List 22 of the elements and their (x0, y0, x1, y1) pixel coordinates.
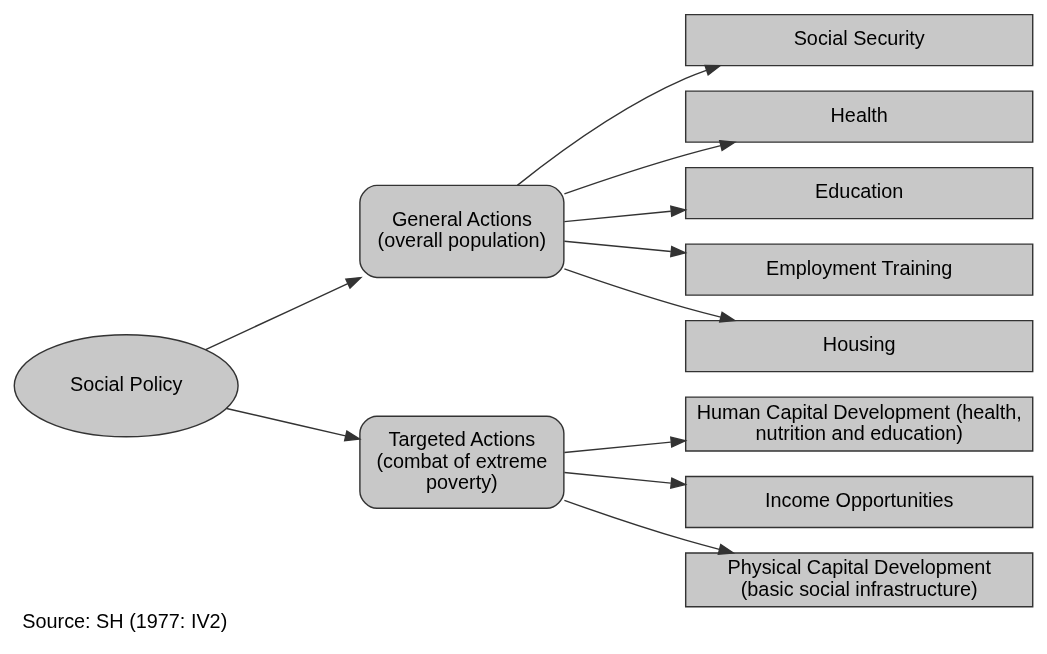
node-box: Physical Capital Development (basic social infrastructure) (685, 552, 1034, 608)
arrow (563, 139, 737, 195)
node-box: Social Security (685, 13, 1034, 67)
node-box: General Actions (overall population) (359, 184, 565, 279)
arrow (563, 240, 688, 258)
arrow (563, 471, 688, 490)
node-box: Health (685, 90, 1034, 143)
caption: Source: SH (1977: IV2) (22, 610, 228, 633)
node-ellipse: Social Policy (13, 334, 239, 438)
node-box: Education (685, 166, 1034, 220)
arrow (563, 499, 736, 555)
arrow (563, 205, 688, 223)
arrow (563, 436, 688, 454)
node-box: Targeted Actions (combat of extreme poverty) (359, 415, 565, 509)
arrow (225, 407, 362, 442)
node-box: Housing (685, 319, 1034, 373)
arrow (516, 64, 723, 187)
node-box: Human Capital Development (health, nutrition and education) (685, 396, 1034, 452)
arrow (563, 268, 737, 323)
arrow (204, 276, 363, 351)
node-box: Income Opportunities (685, 475, 1034, 529)
node-box: Employment Training (685, 243, 1034, 296)
